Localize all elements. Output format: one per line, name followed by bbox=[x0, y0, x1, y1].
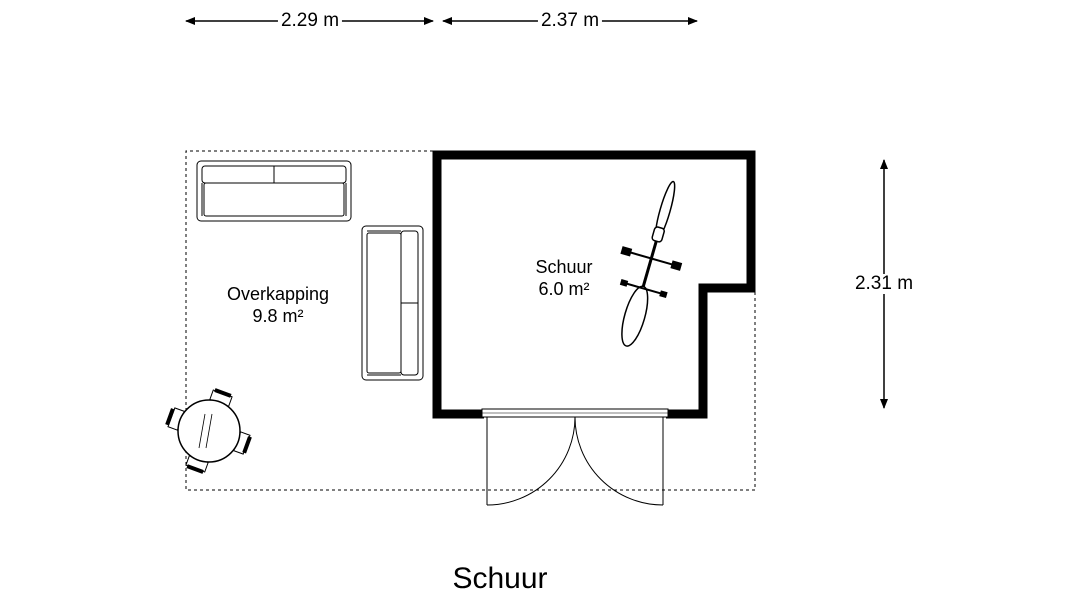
room-area: 6.0 m² bbox=[538, 279, 590, 299]
room-name: Schuur bbox=[535, 257, 593, 277]
round-table-with-chairs bbox=[165, 388, 252, 474]
schuur-walls bbox=[432, 150, 756, 419]
room-label-schuur: Schuur 6.0 m² bbox=[535, 256, 592, 300]
overkapping-outline bbox=[185, 150, 756, 491]
room-name: Overkapping bbox=[226, 284, 330, 304]
dimension-label-width-left: 2.29 m bbox=[277, 11, 343, 31]
door-threshold bbox=[481, 408, 669, 418]
dimension-label-height: 2.31 m bbox=[851, 274, 917, 294]
floor-title: Schuur bbox=[452, 562, 548, 595]
room-label-overkapping: Overkapping 9.8 m² bbox=[227, 283, 329, 327]
sofa-horizontal bbox=[196, 160, 352, 222]
bicycle-icon bbox=[619, 180, 683, 347]
room-area: 9.8 m² bbox=[252, 306, 304, 326]
sofa-vertical bbox=[361, 225, 424, 381]
dimension-label-width-right: 2.37 m bbox=[537, 11, 603, 31]
double-door bbox=[486, 416, 664, 506]
